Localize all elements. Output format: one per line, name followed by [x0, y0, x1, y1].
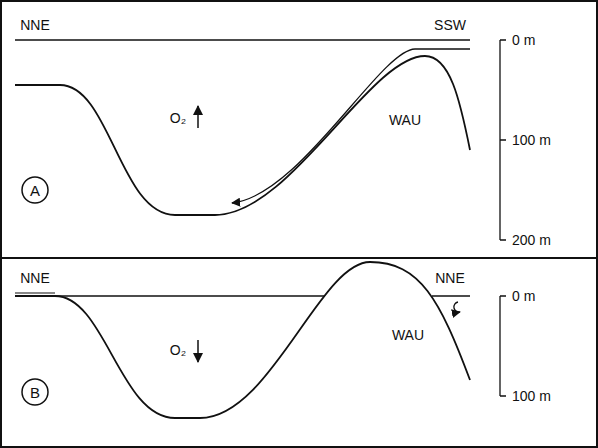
compass-direction: NNE: [20, 271, 50, 285]
seabed-profile: [15, 262, 470, 418]
depth-label: 100 m: [512, 133, 551, 147]
panel-letter-circle: B: [21, 378, 49, 406]
compass-direction: NNE: [435, 271, 465, 285]
scale-ticks: [500, 296, 506, 396]
oxygen-label: O₂: [170, 343, 186, 357]
scale-ticks: [500, 40, 506, 240]
depth-label: 200 m: [512, 233, 551, 247]
panel-letter-circle: A: [21, 176, 49, 204]
oxygen-down-arrow: [197, 340, 199, 362]
flow-arrow: [232, 49, 470, 203]
sea-surface: [15, 39, 470, 41]
oxygen-label: O₂: [170, 111, 186, 125]
panel-divider: [0, 257, 598, 259]
oxygen-up-arrow: [197, 106, 199, 128]
water-mass-label: WAU: [389, 113, 421, 127]
seabed-profile: [15, 56, 470, 215]
sea-surface: [15, 292, 55, 293]
depth-label: 0 m: [512, 289, 535, 303]
depth-scale: [499, 296, 500, 396]
compass-direction: NNE: [20, 18, 50, 32]
depth-label: 0 m: [512, 33, 535, 47]
eddy-arrow: [454, 302, 460, 312]
panel-letter: A: [30, 183, 40, 198]
sea-surface: [432, 295, 470, 297]
water-mass-label: WAU: [392, 328, 424, 342]
compass-direction: SSW: [434, 18, 466, 32]
depth-label: 100 m: [512, 389, 551, 403]
panel-letter: B: [30, 385, 40, 400]
